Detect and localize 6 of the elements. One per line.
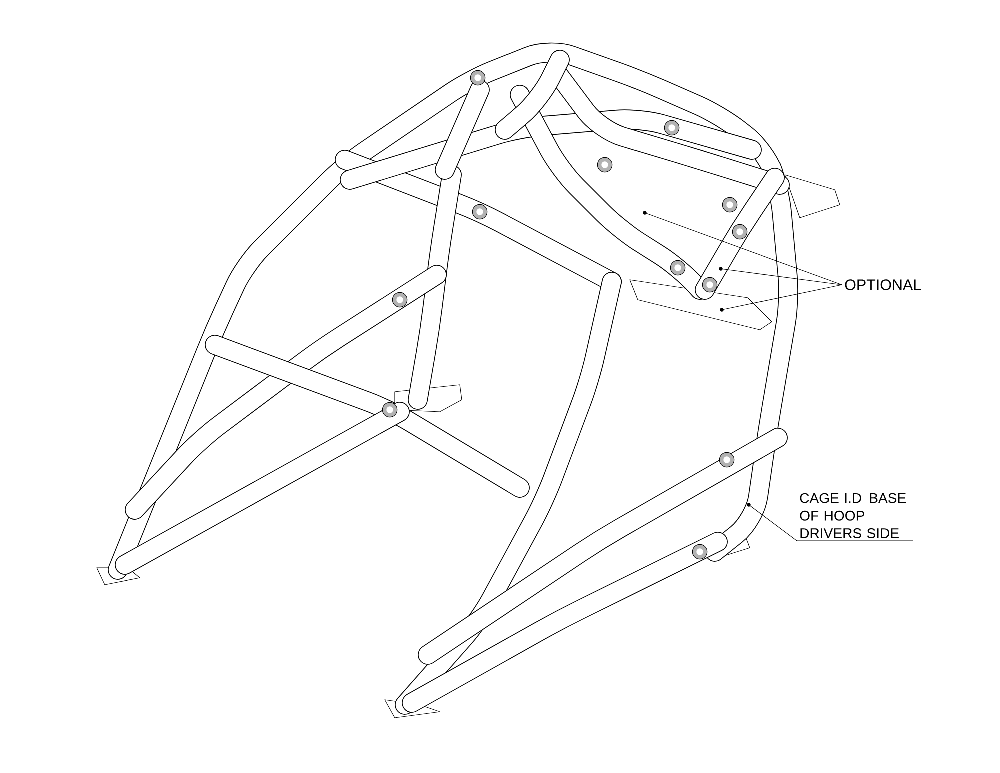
leader-line (722, 284, 842, 310)
leader-line (748, 504, 914, 542)
leader-line (720, 268, 842, 286)
callout-text: CAGE I.D BASE OF HOOP DRIVERS SIDE (800, 493, 906, 538)
leader-line (644, 212, 842, 286)
callout-text: OPTIONAL (845, 280, 922, 290)
